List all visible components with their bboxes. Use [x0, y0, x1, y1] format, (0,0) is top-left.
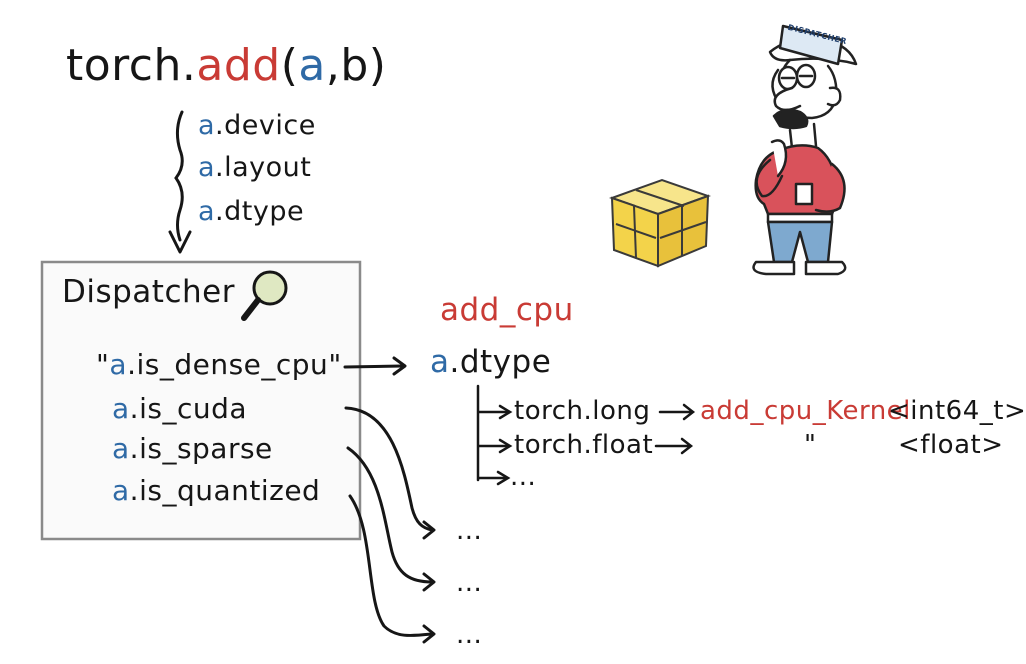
- sparse-branch-more: ...: [456, 568, 483, 598]
- dtype-obj: a: [430, 344, 450, 380]
- key-sparse: a.is_sparse: [112, 432, 273, 465]
- cuda-branch-arrow: [344, 406, 434, 532]
- dtype-long: torch.long: [514, 396, 651, 426]
- dtype-tree: [476, 384, 510, 482]
- quantized-branch-arrow: [348, 494, 434, 638]
- key-name: .is_sparse: [129, 432, 273, 465]
- key-name: .is_quantized: [129, 474, 321, 507]
- key-obj: a: [112, 474, 130, 507]
- quote-open: ": [96, 348, 110, 381]
- kernel-name: add_cpu_Kernel: [700, 396, 911, 426]
- ditto-mark: ": [804, 430, 817, 460]
- dispatcher-box: [40, 260, 362, 541]
- key-dense-cpu: "a.is_dense_cpu": [96, 348, 342, 381]
- arg-a: a: [298, 40, 326, 91]
- attribute-name: .device: [215, 110, 316, 141]
- dtype-name: .dtype: [449, 344, 552, 380]
- torch-prefix: torch.: [66, 40, 197, 91]
- attribute-layout: a.layout: [198, 152, 311, 183]
- key-quantized: a.is_quantized: [112, 474, 320, 507]
- comma-b-close: ,b): [325, 40, 387, 91]
- dtype-float: torch.float: [514, 430, 654, 460]
- kernel-type-int64: <int64_t>: [888, 396, 1026, 426]
- down-arrow-head: [168, 230, 192, 254]
- dense-cpu-arrow: [343, 364, 404, 369]
- attribute-obj: a: [198, 196, 216, 227]
- key-obj: a: [112, 392, 130, 425]
- dtype-more: ...: [510, 462, 537, 492]
- kernel-type-float: <float>: [898, 430, 1004, 460]
- attribute-obj: a: [198, 110, 216, 141]
- parcel-icon: [609, 178, 711, 268]
- sparse-branch-arrow: [346, 446, 434, 584]
- attribute-name: .layout: [215, 152, 312, 183]
- attribute-brace: [174, 110, 184, 242]
- magnifier-icon: [241, 270, 288, 321]
- add-cpu-label: add_cpu: [440, 292, 574, 328]
- cpu-dtype-label: a.dtype: [430, 344, 551, 380]
- key-obj: a: [112, 432, 130, 465]
- key-cuda: a.is_cuda: [112, 392, 247, 425]
- top-call: torch.add(a,b): [66, 40, 386, 91]
- add-func: add: [196, 40, 281, 91]
- attribute-name: .dtype: [215, 196, 305, 227]
- dispatcher-title: Dispatcher: [62, 274, 235, 310]
- key-name: .is_cuda: [129, 392, 248, 425]
- dispatcher-character: [752, 24, 858, 276]
- key-obj: a: [109, 348, 128, 381]
- quote-close: ": [328, 348, 342, 381]
- open-paren: (: [280, 40, 299, 91]
- attribute-device: a.device: [198, 110, 316, 141]
- attribute-dtype: a.dtype: [198, 196, 304, 227]
- cuda-branch-more: ...: [456, 516, 483, 546]
- attribute-obj: a: [198, 152, 216, 183]
- key-name: .is_dense_cpu: [127, 348, 329, 381]
- quantized-branch-more: ...: [456, 620, 483, 650]
